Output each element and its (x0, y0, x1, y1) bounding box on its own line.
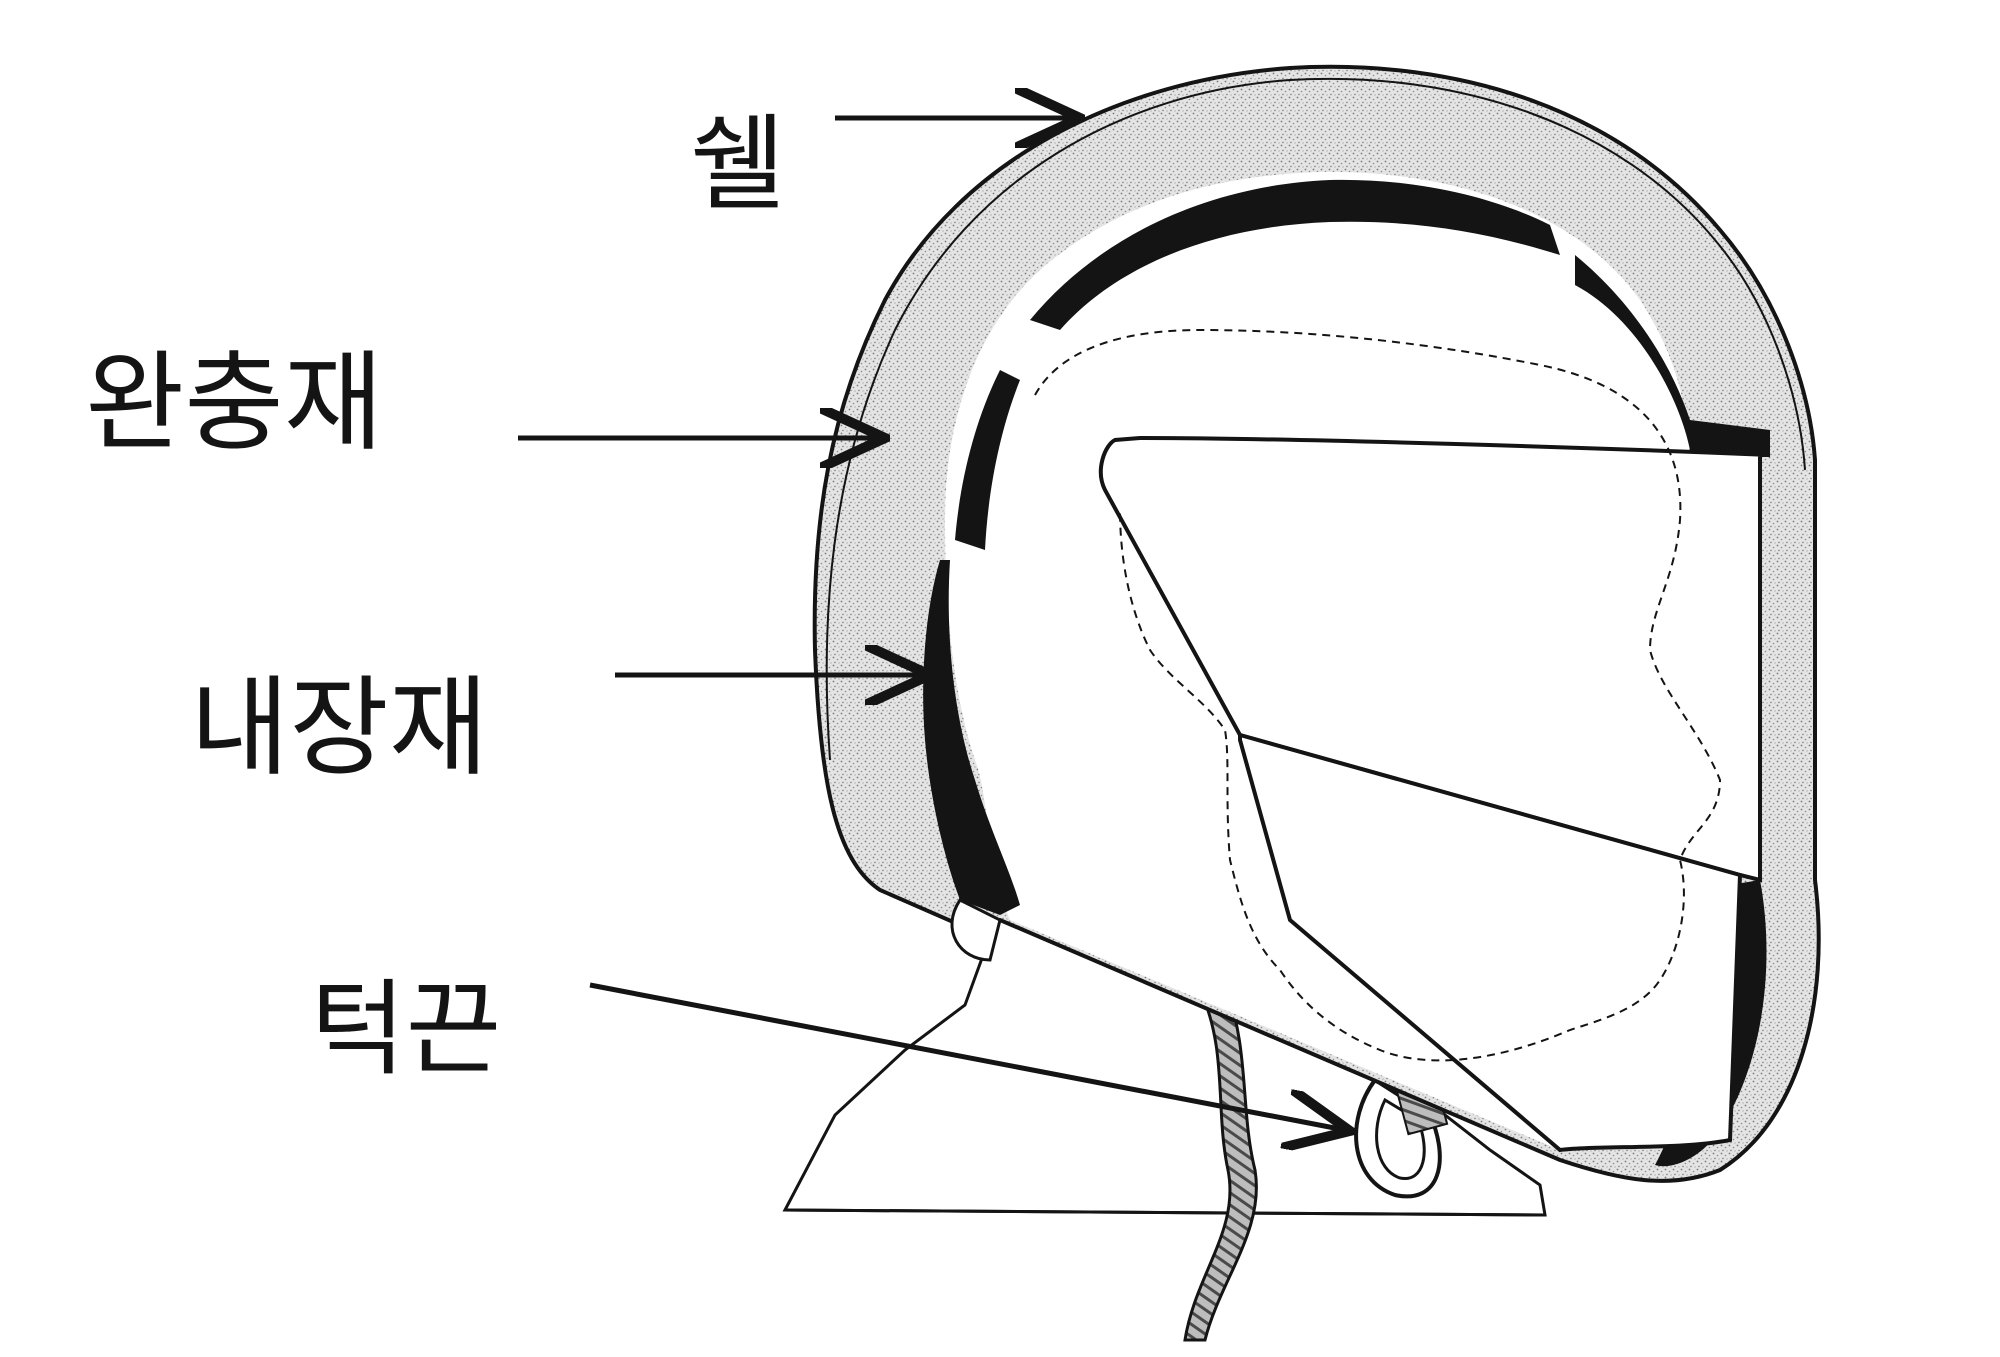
chin-strap-arrow (589, 982, 1345, 1130)
label-lining: 내장재 (190, 666, 488, 791)
face-shield (1098, 435, 1771, 1153)
label-chin-strap: 턱끈 (310, 968, 501, 1090)
label-cushion: 완충재 (85, 341, 383, 466)
label-shell: 쉘 (690, 103, 786, 225)
